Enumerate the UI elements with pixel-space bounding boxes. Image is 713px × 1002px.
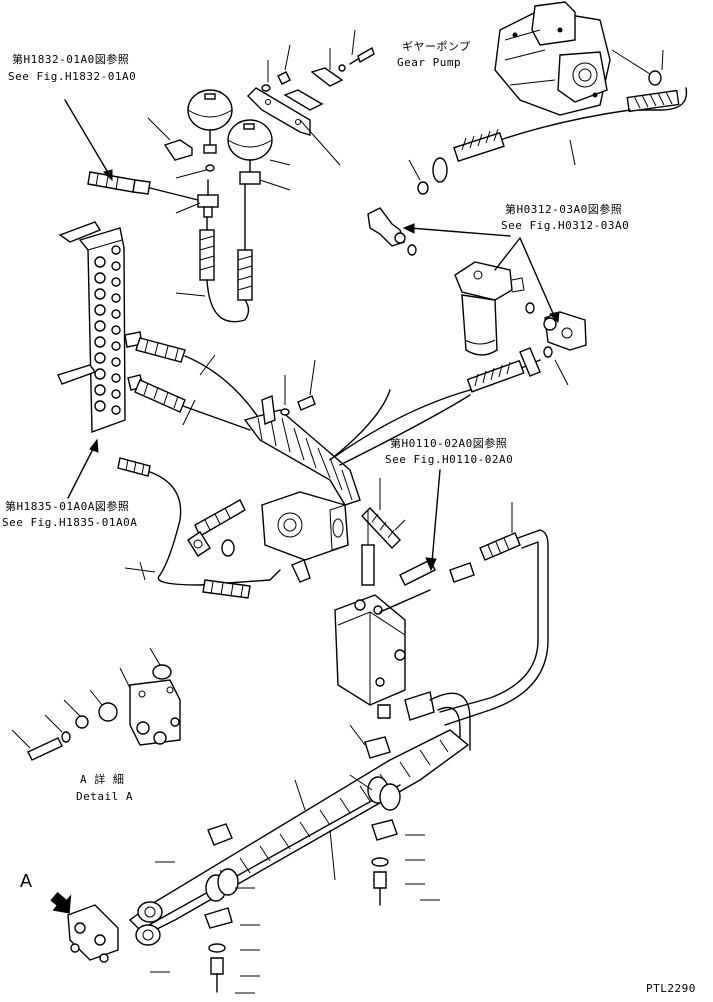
accumulator-bracket — [247, 67, 344, 136]
view-a-letter: A — [20, 871, 33, 891]
bolt — [297, 395, 316, 411]
washer — [75, 715, 89, 729]
rubber-mount — [152, 664, 172, 680]
pump-outlet-hose — [432, 87, 688, 183]
fitting — [239, 171, 261, 185]
gear-pump-label-jp: ギヤーポンプ — [402, 40, 471, 53]
wrapped-hose-bundle — [243, 389, 471, 506]
distribution-manifold — [57, 221, 126, 433]
washer — [371, 857, 389, 867]
hose-fitting — [187, 499, 246, 557]
washer — [261, 84, 271, 92]
washer — [61, 731, 71, 743]
bolt — [27, 737, 63, 761]
gear-pump-label-en: Gear Pump — [397, 56, 462, 69]
bolt — [338, 46, 375, 72]
ref-h0312-en: See Fig.H0312-03A0 — [501, 219, 630, 232]
o-ring — [543, 346, 553, 358]
return-line — [439, 502, 549, 726]
detail-a-title-en: Detail A — [76, 790, 133, 803]
hose-clamp — [364, 736, 401, 841]
flange-block — [543, 311, 587, 351]
elbow-fitting — [163, 139, 193, 161]
ref-h0110-jp: 第H0110-02A0図参照 — [390, 437, 508, 450]
control-valve — [334, 594, 406, 706]
ref-h0110-en: See Fig.H0110-02A0 — [385, 453, 514, 466]
bolt — [373, 871, 387, 889]
manifold-hose — [117, 331, 261, 576]
filter-return-hose — [329, 347, 541, 461]
fitting — [377, 704, 391, 719]
tee-fitting — [197, 179, 219, 218]
grommet — [98, 702, 118, 722]
o-ring — [417, 181, 429, 195]
washer — [208, 943, 226, 953]
hose-end — [361, 544, 375, 586]
gear-pump — [494, 1, 611, 116]
nut — [277, 71, 291, 85]
view-a-mount — [67, 904, 119, 963]
washer — [280, 408, 290, 416]
ref-h1832-en: See Fig.H1832-01A0 — [8, 70, 137, 83]
check-valve — [399, 559, 436, 586]
detail-a-title-jp: A 詳 細 — [80, 773, 125, 786]
valve-hose — [404, 691, 471, 751]
accumulator — [187, 89, 233, 154]
figure-code: PTL2290 — [646, 982, 696, 995]
o-ring — [221, 539, 235, 557]
pilot-hose — [87, 171, 199, 201]
view-arrow — [50, 892, 72, 914]
lower-hose-bundle — [128, 729, 470, 946]
adapter — [449, 562, 475, 583]
swivel-elbow — [367, 207, 417, 256]
valve-housing — [261, 491, 349, 561]
hose — [202, 579, 251, 599]
elbow-fitting — [291, 559, 311, 583]
ref-h1835-en: See Fig.H1835-01A0A — [2, 516, 138, 529]
detail-a-plate — [129, 679, 181, 746]
ref-h1832-jp: 第H1832-01A0図参照 — [12, 53, 130, 66]
line-filter — [454, 261, 525, 356]
bolt — [210, 957, 224, 975]
accumulator-hose — [199, 183, 253, 323]
o-ring — [205, 164, 215, 172]
o-ring — [525, 302, 535, 314]
o-ring — [648, 70, 662, 86]
hose-clamp — [204, 823, 239, 929]
accumulator — [227, 119, 273, 173]
ref-h0312-jp: 第H0312-03A0図参照 — [505, 203, 623, 216]
ref-h1835-jp: 第H1835-01A0A図参照 — [5, 500, 130, 513]
